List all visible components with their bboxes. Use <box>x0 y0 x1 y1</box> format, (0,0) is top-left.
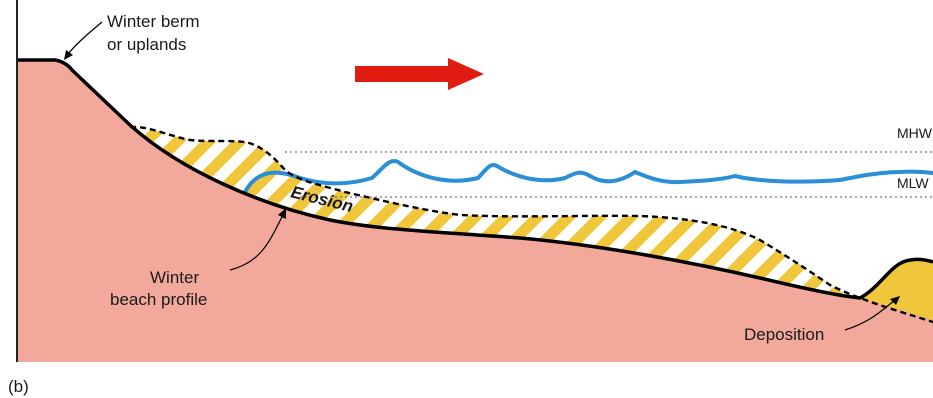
winter-berm-label-line2: or uplands <box>107 35 186 54</box>
panel-label: (b) <box>8 377 29 396</box>
winter-profile-label-line2: beach profile <box>110 290 207 309</box>
mhw-label: MHW <box>897 125 933 141</box>
red-arrow-icon <box>355 58 484 90</box>
deposition-label: Deposition <box>744 325 824 344</box>
winter-profile-label-line1: Winter <box>150 268 199 287</box>
winter-berm-leader-line <box>68 22 102 54</box>
winter-berm-arrowhead-icon <box>64 50 73 60</box>
water-surface-line <box>245 161 933 192</box>
ground-area <box>18 60 933 362</box>
winter-berm-label-line1: Winter berm <box>107 12 200 31</box>
mlw-label: MLW <box>897 175 929 191</box>
